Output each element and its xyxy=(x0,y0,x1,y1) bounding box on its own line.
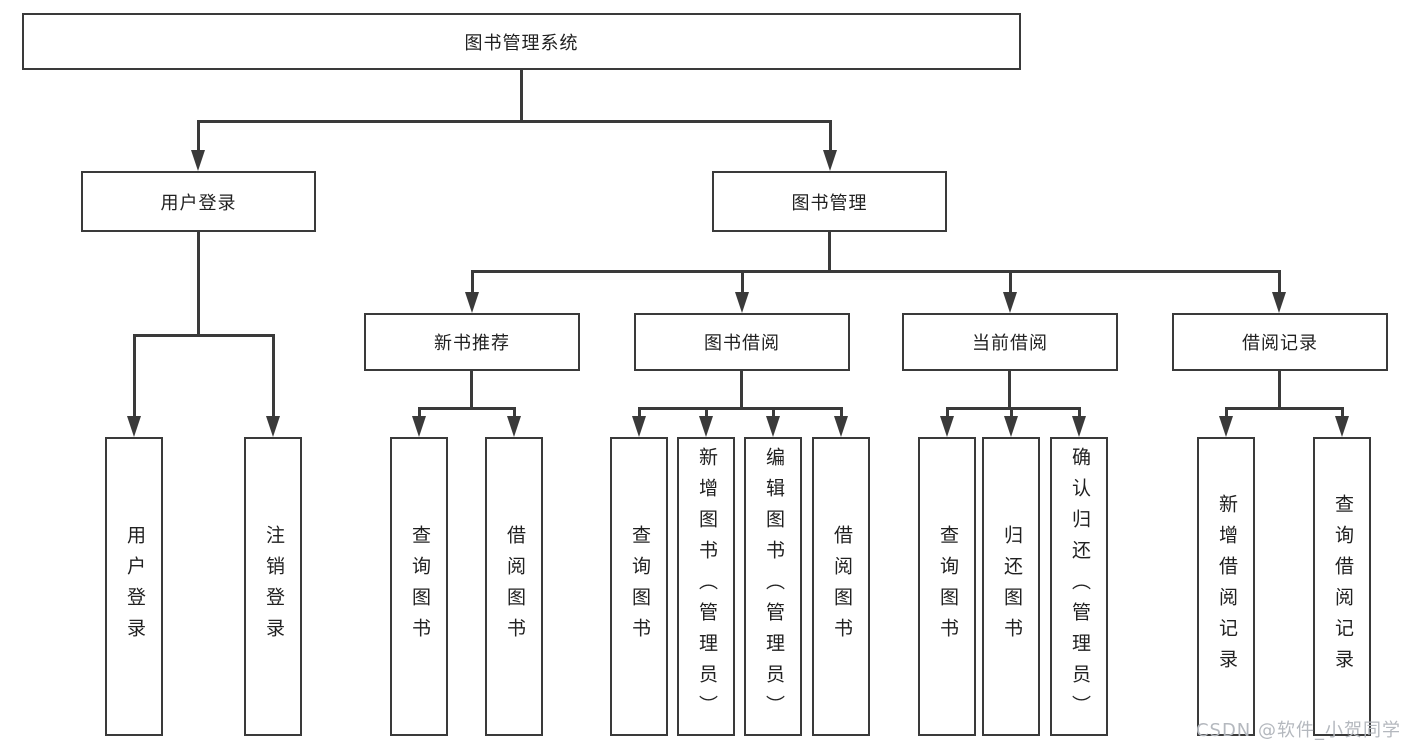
leaf-logout: 注销登录 xyxy=(244,437,302,736)
arrowhead-down-icon xyxy=(465,292,479,313)
connector-line xyxy=(1009,270,1012,294)
node-current-borrowing: 当前借阅 xyxy=(902,313,1118,371)
arrowhead-down-icon xyxy=(1219,416,1233,437)
connector-line xyxy=(197,120,831,123)
connector-line xyxy=(520,68,523,122)
arrowhead-down-icon xyxy=(191,150,205,171)
connector-line xyxy=(1010,407,1013,417)
leaf-label: 查询图书 xyxy=(936,524,959,649)
arrowhead-down-icon xyxy=(1072,416,1086,437)
node-label: 借阅记录 xyxy=(1242,333,1318,354)
connector-line xyxy=(197,120,200,152)
leaf-label: 借阅图书 xyxy=(503,524,526,649)
connector-line xyxy=(772,407,775,417)
connector-line xyxy=(741,270,744,294)
leaf-label: 确认归还（管理员） xyxy=(1068,447,1091,726)
connector-line xyxy=(197,230,200,336)
connector-line xyxy=(1225,407,1344,410)
connector-line xyxy=(1078,407,1081,417)
connector-line xyxy=(133,334,136,417)
arrowhead-down-icon xyxy=(834,416,848,437)
arrowhead-down-icon xyxy=(507,416,521,437)
connector-line xyxy=(638,407,641,417)
connector-line xyxy=(1341,407,1344,417)
leaf-label: 新增借阅记录 xyxy=(1215,493,1238,680)
connector-line xyxy=(1278,270,1281,294)
connector-line xyxy=(705,407,708,417)
arrowhead-down-icon xyxy=(412,416,426,437)
connector-line xyxy=(1008,369,1011,410)
arrowhead-down-icon xyxy=(632,416,646,437)
connector-line xyxy=(418,407,421,417)
connector-line xyxy=(470,369,473,410)
leaf-label: 查询借阅记录 xyxy=(1331,493,1354,680)
leaf-add-borrow-record: 新增借阅记录 xyxy=(1197,437,1255,736)
leaf-current-query-books: 查询图书 xyxy=(918,437,976,736)
node-label: 当前借阅 xyxy=(972,333,1048,354)
node-label: 图书管理系统 xyxy=(464,32,579,54)
leaf-confirm-return-admin: 确认归还（管理员） xyxy=(1050,437,1108,736)
connector-line xyxy=(840,407,843,417)
arrowhead-down-icon xyxy=(735,292,749,313)
node-borrowing-records: 借阅记录 xyxy=(1172,313,1388,371)
leaf-label: 新增图书（管理员） xyxy=(695,447,718,726)
arrowhead-down-icon xyxy=(127,416,141,437)
arrowhead-down-icon xyxy=(823,150,837,171)
leaf-edit-book-admin: 编辑图书（管理员） xyxy=(744,437,802,736)
leaf-return-books: 归还图书 xyxy=(982,437,1040,736)
node-book-management: 图书管理 xyxy=(712,171,947,232)
connector-line xyxy=(1278,369,1281,410)
connector-line xyxy=(946,407,949,417)
node-label: 用户登录 xyxy=(160,192,237,214)
leaf-add-book-admin: 新增图书（管理员） xyxy=(677,437,735,736)
leaf-label: 借阅图书 xyxy=(830,524,853,649)
leaf-newbook-borrow-books: 借阅图书 xyxy=(485,437,543,736)
connector-line xyxy=(272,334,275,417)
connector-line xyxy=(513,407,516,417)
connector-line xyxy=(946,407,1081,410)
connector-line xyxy=(133,334,275,337)
connector-line xyxy=(1225,407,1228,417)
connector-line xyxy=(471,270,1281,273)
leaf-query-borrow-record: 查询借阅记录 xyxy=(1313,437,1371,736)
leaf-label: 注销登录 xyxy=(262,524,285,649)
connector-line xyxy=(740,369,743,410)
arrowhead-down-icon xyxy=(940,416,954,437)
leaf-label: 归还图书 xyxy=(1000,524,1023,649)
node-label: 新书推荐 xyxy=(434,333,510,354)
watermark: CSDN @软件_小贺同学 xyxy=(1195,720,1401,741)
connector-line xyxy=(471,270,474,294)
node-label: 图书借阅 xyxy=(704,333,780,354)
arrowhead-down-icon xyxy=(766,416,780,437)
leaf-label: 查询图书 xyxy=(628,524,651,649)
arrowhead-down-icon xyxy=(699,416,713,437)
node-library-management-system: 图书管理系统 xyxy=(22,13,1021,70)
node-user-login: 用户登录 xyxy=(81,171,316,232)
node-book-borrowing: 图书借阅 xyxy=(634,313,850,371)
connector-line xyxy=(638,407,843,410)
leaf-label: 用户登录 xyxy=(123,524,146,649)
node-new-book-recommend: 新书推荐 xyxy=(364,313,580,371)
arrowhead-down-icon xyxy=(1004,416,1018,437)
connector-line xyxy=(828,230,831,272)
connector-line xyxy=(829,120,832,152)
arrowhead-down-icon xyxy=(266,416,280,437)
arrowhead-down-icon xyxy=(1335,416,1349,437)
leaf-label: 查询图书 xyxy=(408,524,431,649)
node-label: 图书管理 xyxy=(791,192,868,214)
leaf-label: 编辑图书（管理员） xyxy=(762,447,785,726)
leaf-borrowing-query-books: 查询图书 xyxy=(610,437,668,736)
arrowhead-down-icon xyxy=(1272,292,1286,313)
arrowhead-down-icon xyxy=(1003,292,1017,313)
leaf-borrow-books: 借阅图书 xyxy=(812,437,870,736)
connector-line xyxy=(418,407,516,410)
leaf-newbook-query-books: 查询图书 xyxy=(390,437,448,736)
leaf-user-login: 用户登录 xyxy=(105,437,163,736)
